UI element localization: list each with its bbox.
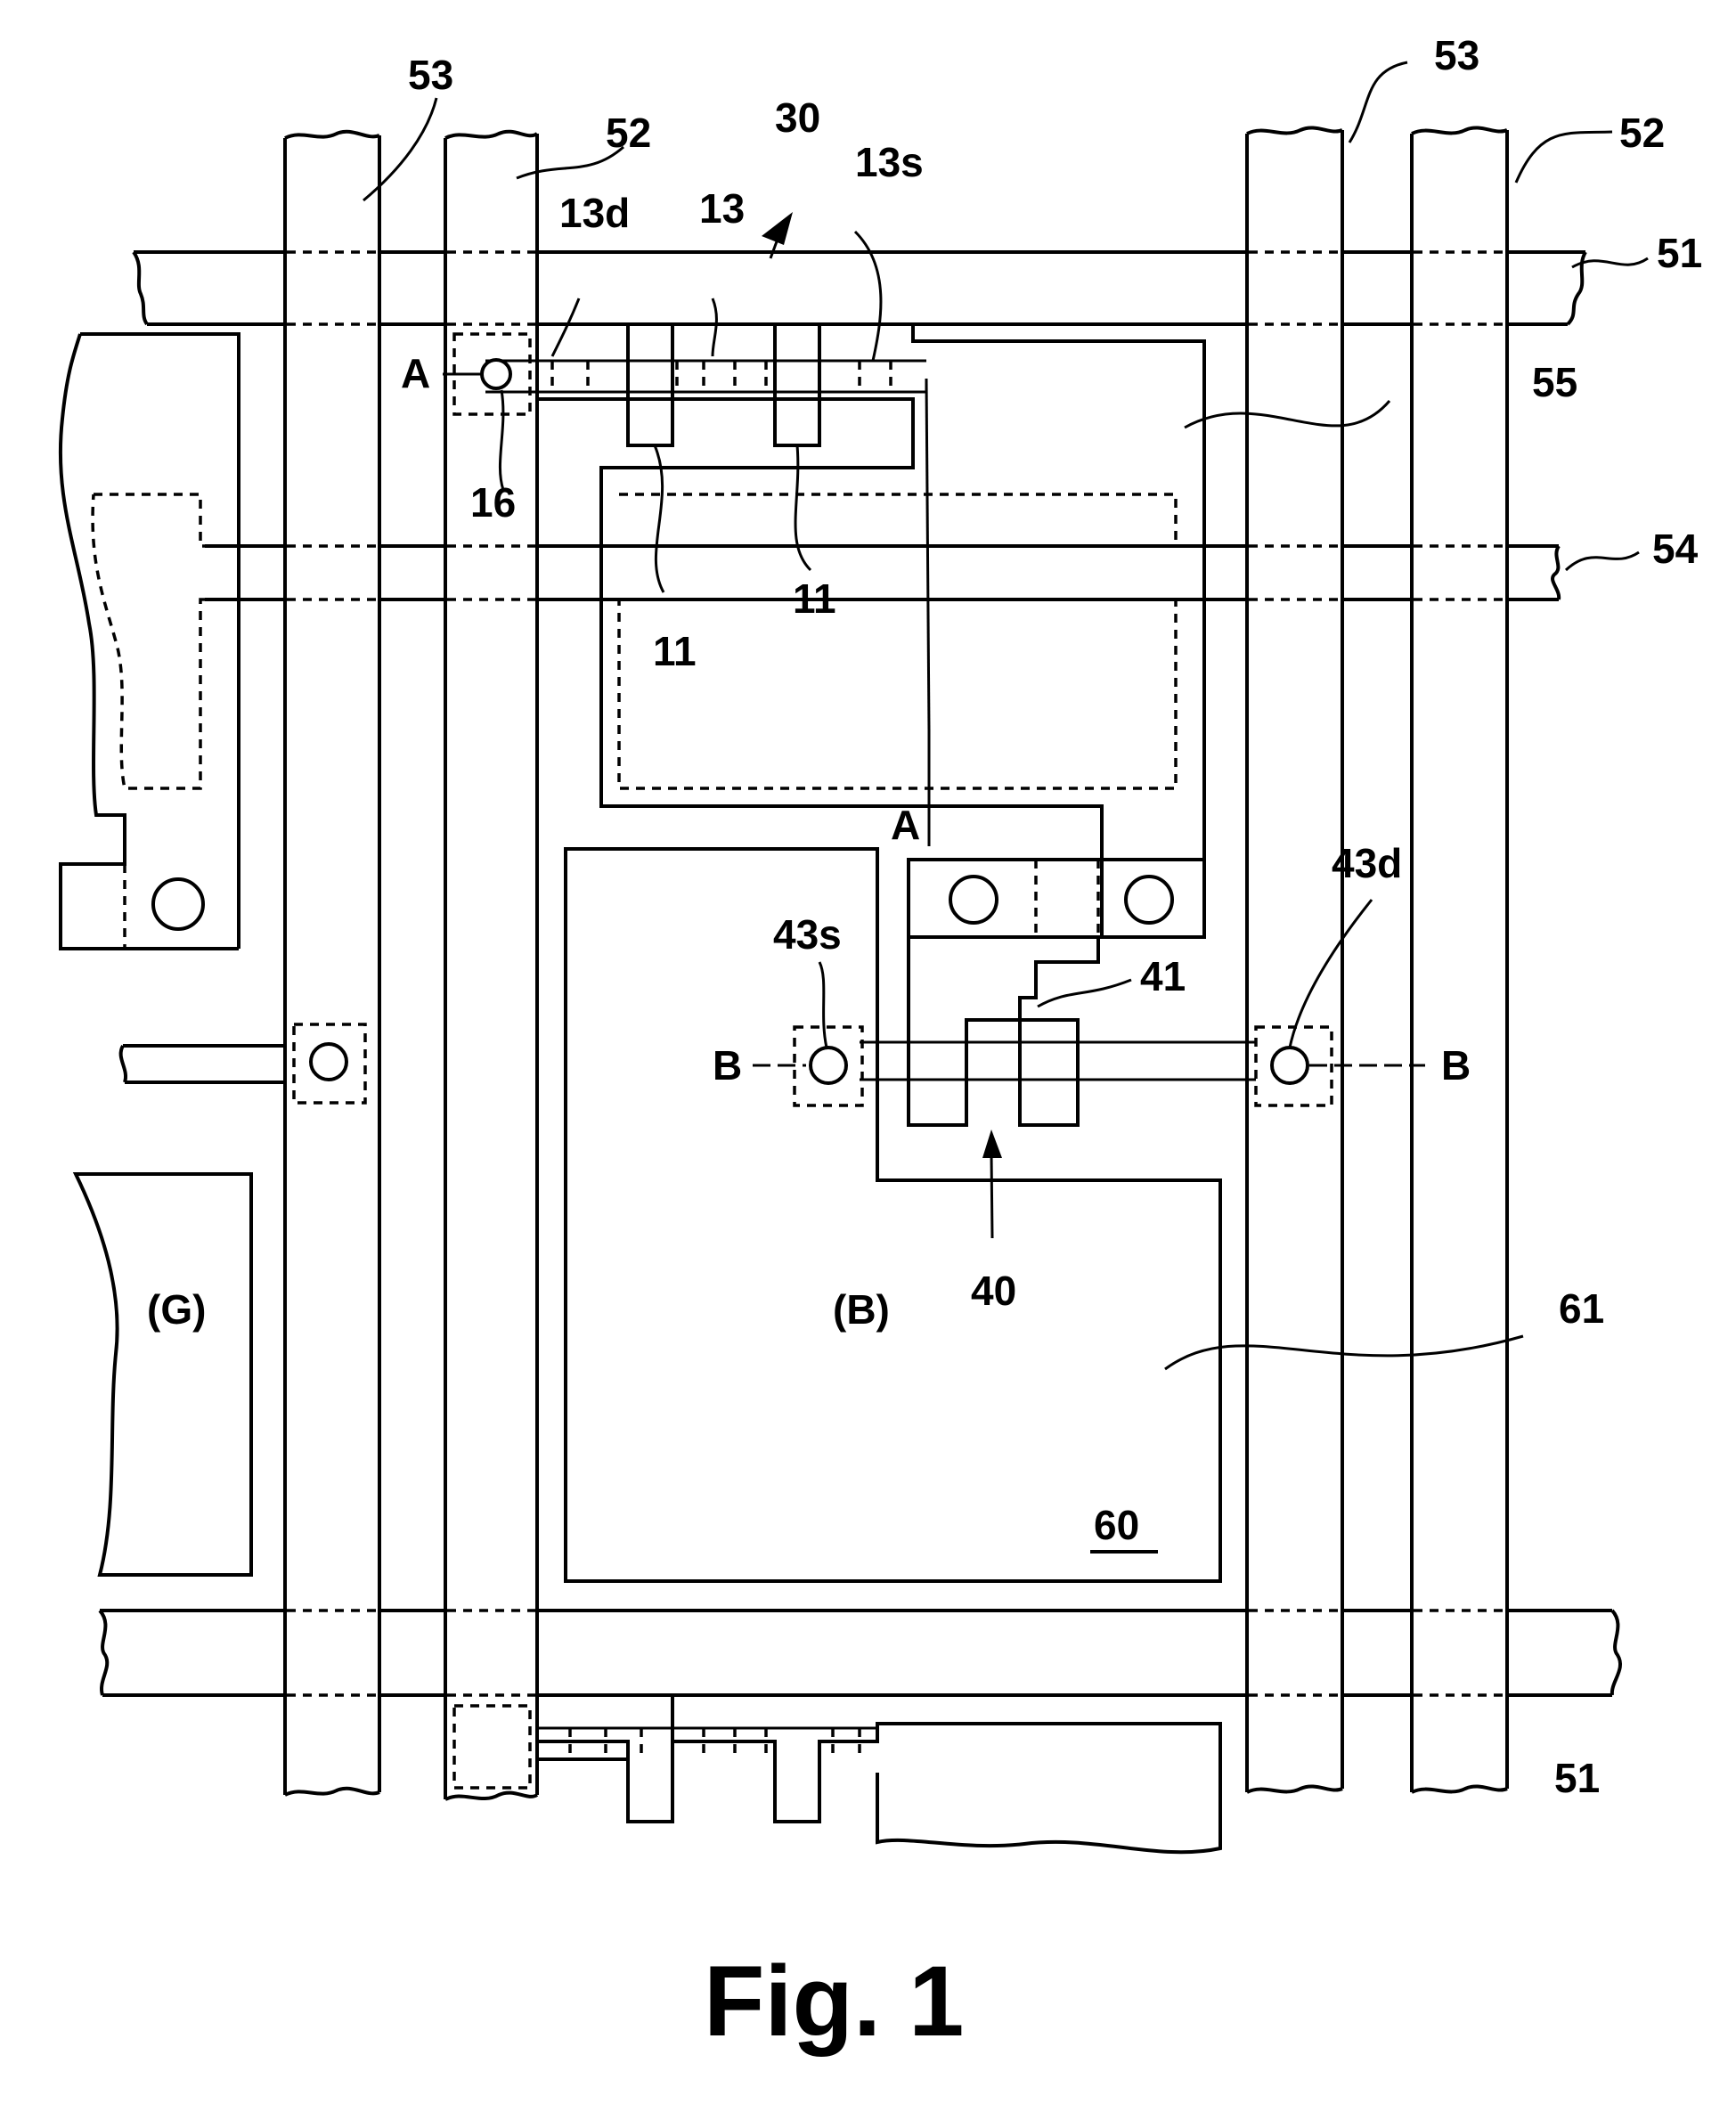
label-a-top: A (401, 350, 430, 396)
label-53-left: 53 (408, 52, 453, 98)
label-61: 61 (1559, 1285, 1604, 1332)
label-60: 60 (1094, 1502, 1139, 1548)
label-13: 13 (699, 185, 745, 232)
label-a-bottom: A (891, 802, 920, 848)
figure-caption: Fig. 1 (704, 1945, 964, 2057)
label-51-top: 51 (1657, 230, 1702, 276)
label-30: 30 (775, 94, 820, 141)
label-52-left: 52 (606, 110, 651, 156)
power-line-left[interactable] (285, 132, 379, 1795)
capacitor-line (205, 546, 1559, 599)
label-11-left: 11 (653, 628, 697, 674)
contact-hole-16 (482, 360, 510, 388)
label-43d: 43d (1332, 840, 1402, 886)
label-52-right: 52 (1619, 110, 1665, 156)
label-54: 54 (1652, 526, 1699, 572)
label-40: 40 (971, 1268, 1016, 1314)
label-41: 41 (1140, 953, 1186, 999)
label-13d: 13d (559, 190, 630, 236)
first-tft (454, 324, 1204, 937)
label-53-right: 53 (1434, 32, 1479, 78)
label-43s: 43s (773, 911, 842, 958)
label-b-right: B (1441, 1042, 1471, 1089)
drain-line-right[interactable] (1412, 127, 1507, 1795)
label-55: 55 (1532, 359, 1577, 405)
label-16: 16 (470, 479, 516, 526)
label-b-color: (B) (833, 1286, 890, 1333)
bottom-tft-partial (454, 1695, 1220, 1852)
label-b-left: B (713, 1042, 742, 1089)
label-g: (G) (147, 1286, 206, 1333)
label-13s: 13s (855, 139, 924, 185)
label-11-right: 11 (793, 575, 836, 622)
pixel-electrode (566, 849, 1220, 1581)
label-51-bottom: 51 (1554, 1755, 1600, 1801)
